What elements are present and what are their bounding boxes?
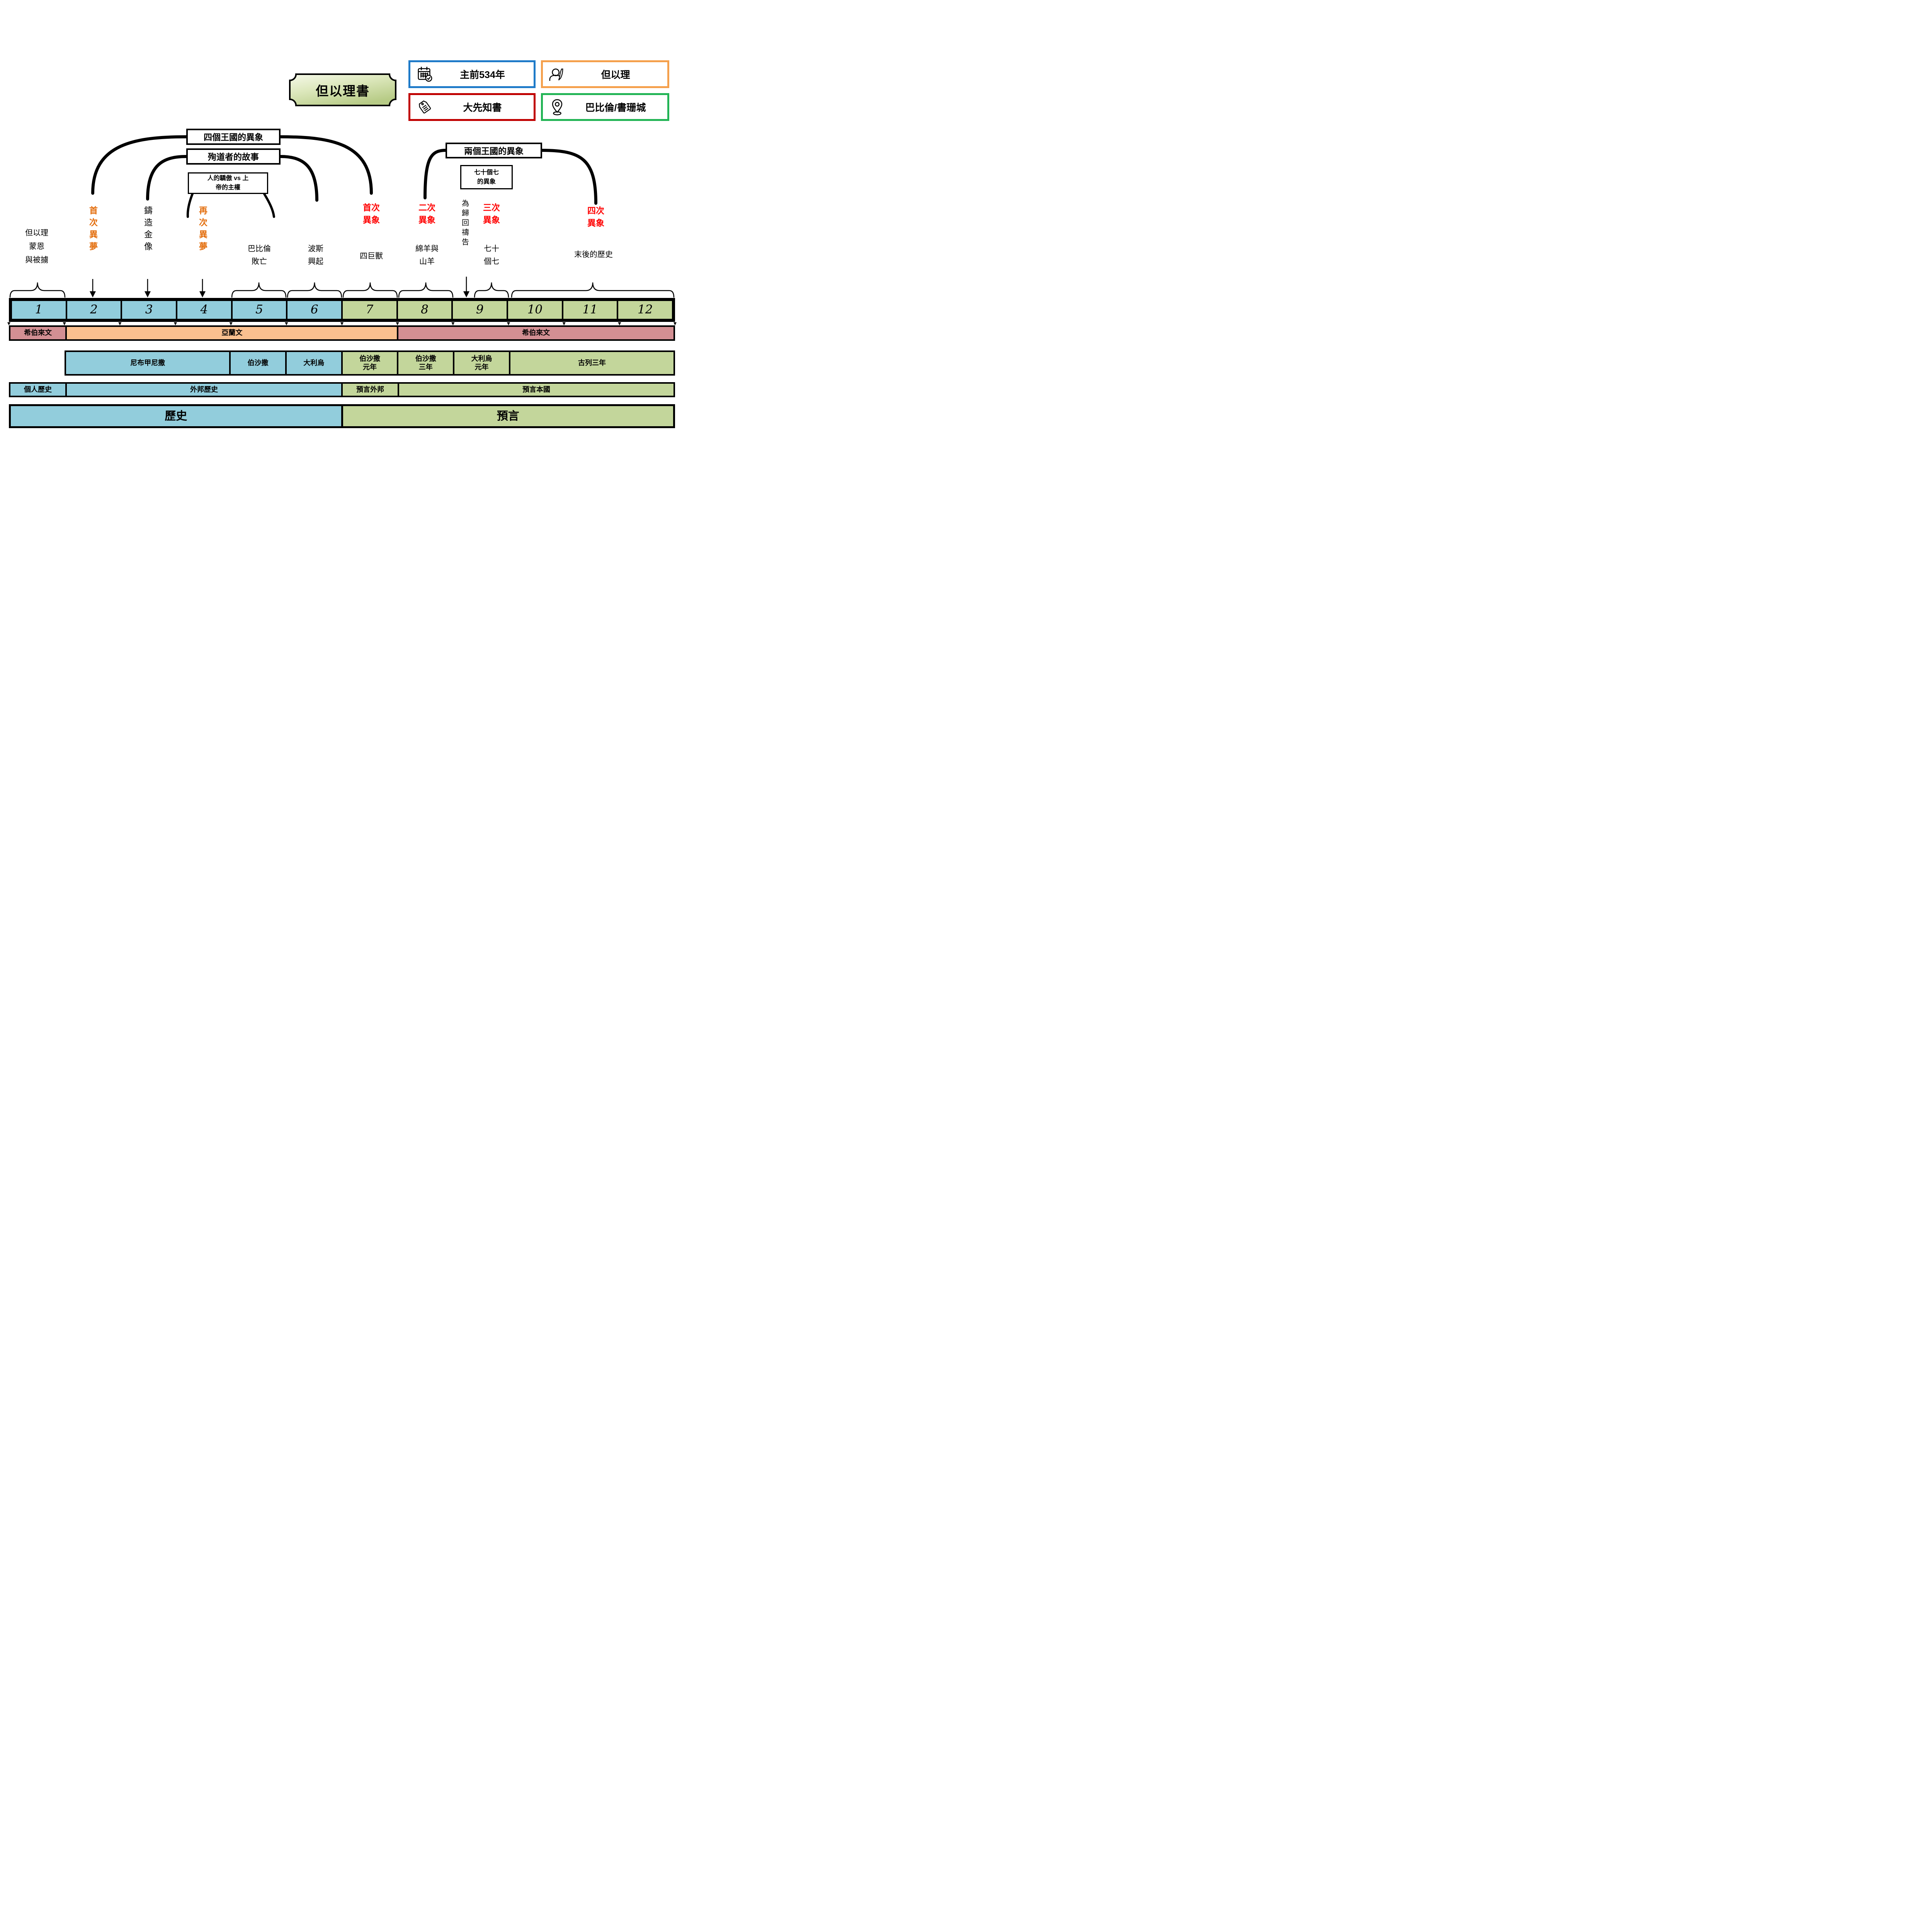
genre-cell-prophecy: 預言 [341,406,673,426]
timeline-ticks [7,322,677,325]
language-cell-hebrew-2: 希伯來文 [397,327,673,339]
language-cell-aramaic: 亞蘭文 [65,327,397,339]
four-kingdoms-label: 四個王國的異象 [203,133,263,142]
diagram-connectors-layer [7,135,677,325]
seventy-sevens-box-line-2: 的異象 [477,178,496,185]
annotation-third-vision: 三次 異象 [483,203,500,225]
daniel-book-diagram: 但以理書 主前534年 大先 [0,0,678,479]
info-card-author-label: 但以理 [601,70,630,80]
genre-band: 歷史 預言 [9,404,675,428]
map-pin-icon [548,98,566,116]
info-card-date-label: 主前534年 [460,70,505,80]
annotation-prayer-for-return: 為歸回禱告 [461,199,469,248]
genre-cell-history: 歷史 [11,406,341,426]
annotation-four-beasts: 四巨獸 [360,252,383,260]
brace-chapter-8 [398,282,454,298]
annotation-end-times-history: 末後的歷史 [574,250,613,259]
annotation-daniel-favored-captive: 但以理 蒙恩 與被擄 [25,229,48,264]
language-cell-hebrew-1: 希伯來文 [10,327,66,339]
martyrs-label: 殉道者的故事 [207,152,259,162]
bracket-box-martyrs: 殉道者的故事 [186,148,281,165]
arrowhead-second-dream [199,291,206,298]
author-icon [548,65,566,83]
king-cell-belshazzar-year3: 伯沙撒 三年 [397,350,455,376]
brace-chapter-6 [287,282,342,298]
chapter-cell: 4 [176,301,231,319]
info-card-category: 大先知書 [408,93,536,121]
audience-band: 個人歷史 外邦歷史 預言外邦 預言本國 [9,382,675,397]
annotation-persia-rises: 波斯 興起 [308,245,323,266]
connector-two-kingdoms-right [541,149,597,205]
audience-cell-prophecy-israel: 預言本國 [398,384,673,396]
chapter-cell: 8 [396,301,452,319]
annotation-seventy-sevens: 七十 個七 [484,245,499,266]
calendar-check-icon [416,65,434,83]
king-cell-cyrus-year3: 古列三年 [509,350,675,376]
annotation-fourth-vision: 四次 異象 [587,206,604,228]
bracket-box-four-kingdoms: 四個王國的異象 [186,129,281,145]
info-card-date: 主前534年 [408,60,536,88]
title-plaque: 但以理書 [289,73,396,106]
info-card-category-label: 大先知書 [463,102,502,113]
audience-cell-prophecy-gentiles: 預言外邦 [341,384,398,396]
bracket-box-seventy-sevens-vision: 七十個七 的異象 [460,165,513,189]
audience-cell-gentile-history: 外邦歷史 [65,384,341,396]
pride-line-1: 人的驕傲 vs 上 [207,175,249,182]
kings-band: 尼布甲尼撒 伯沙撒 大利烏 伯沙撒 元年 伯沙撒 三年 大利烏 元年 古列三年 [65,350,675,376]
arrowhead-prayer-for-return [463,291,470,298]
bracket-box-two-kingdoms: 兩個王國的異象 [446,143,542,158]
king-cell-darius: 大利烏 [285,350,343,376]
chapter-cell: 1 [12,301,66,319]
brace-chapter-5 [231,282,287,298]
chapter-cell: 7 [341,301,396,319]
two-kingdoms-label: 兩個王國的異象 [464,146,524,156]
tag-icon [416,98,434,116]
language-band: 希伯來文 亞蘭文 希伯來文 [9,325,675,341]
brace-chapter-7 [342,282,398,298]
annotation-golden-image: 鑄造金像 [143,206,153,254]
annotation-second-dream: 再次異夢 [198,206,207,254]
timeline-chapter-band: 1 2 3 4 5 6 7 8 9 10 11 12 [9,298,675,322]
connector-pride-right [263,193,275,218]
annotation-babylon-falls: 巴比倫 敗亡 [248,245,271,266]
brace-chapter-9 [474,282,509,298]
info-card-author: 但以理 [541,60,669,88]
chapter-cell: 10 [507,301,562,319]
pride-line-2: 帝的主權 [215,184,240,191]
connector-martyrs-left [146,155,188,201]
annotation-second-vision: 二次 異象 [418,203,435,225]
king-cell-darius-year1: 大利烏 元年 [453,350,510,376]
king-cell-belshazzar-year1: 伯沙撒 元年 [341,350,399,376]
connector-martyrs-right [279,155,318,202]
plaque-shape [289,73,396,106]
annotation-first-vision: 首次 異象 [362,203,380,225]
chapter-cell: 6 [286,301,342,319]
king-cell-nebuchadnezzar: 尼布甲尼撒 [65,350,231,376]
brace-chapter-1 [9,282,66,298]
seventy-sevens-box-line-1: 七十個七 [474,169,499,176]
chapter-cell: 2 [65,301,121,319]
audience-cell-personal-history: 個人歷史 [10,384,65,396]
chapter-cell: 3 [121,301,176,319]
bracket-box-pride-vs-sovereignty: 人的驕傲 vs 上 帝的主權 [188,172,268,194]
chapter-cell: 12 [617,301,672,319]
king-cell-belshazzar: 伯沙撒 [229,350,287,376]
chapter-cell: 5 [231,301,286,319]
connector-pride-left [186,193,194,218]
arrowhead-first-dream [89,291,96,298]
connector-four-kingdoms-left [91,135,188,195]
chapter-cell: 9 [451,301,507,319]
annotation-first-dream: 首次異夢 [88,206,98,254]
annotation-ram-and-goat: 綿羊與 山羊 [415,245,439,266]
connector-two-kingdoms-left [423,149,447,199]
connector-four-kingdoms-right [279,135,373,195]
arrowhead-golden-image [144,291,151,298]
page-title: 但以理書 [316,83,370,98]
chapter-cell: 11 [561,301,617,319]
brace-chapters-10-12 [511,282,675,298]
info-card-place: 巴比倫/書珊城 [541,93,669,121]
info-card-place-label: 巴比倫/書珊城 [585,102,646,113]
